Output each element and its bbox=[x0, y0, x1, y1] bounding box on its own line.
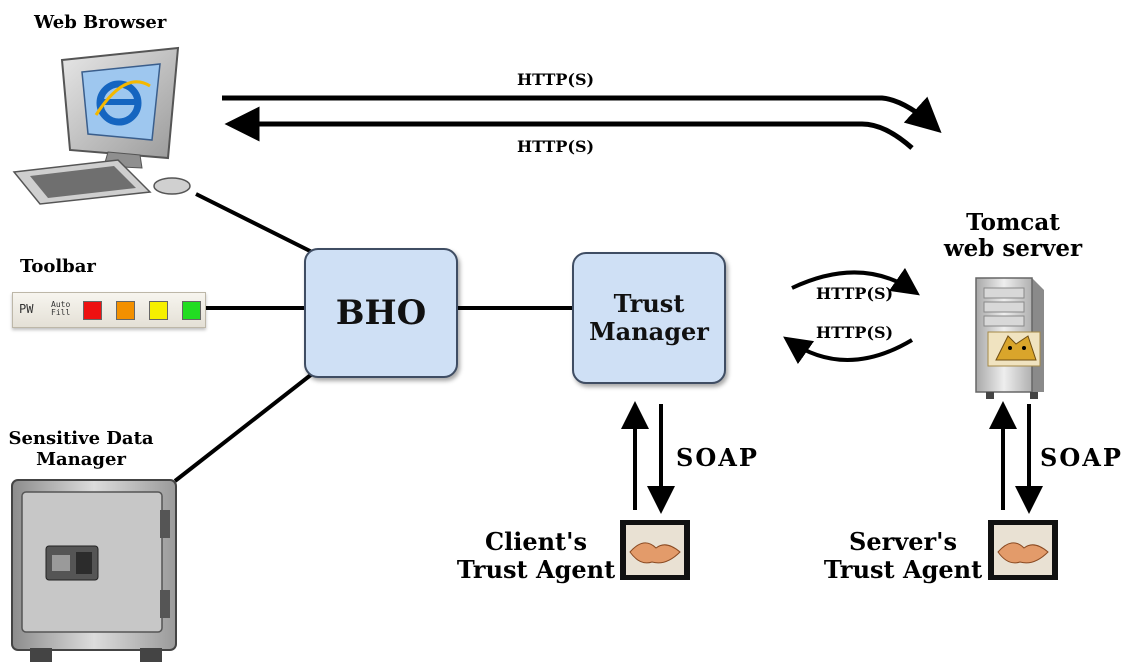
mouse-icon bbox=[153, 177, 191, 195]
server-handshake-icon bbox=[988, 520, 1058, 580]
tomcat-label-line2: web server bbox=[943, 235, 1083, 262]
sensitive-data-manager-label: Sensitive Data Manager bbox=[6, 428, 156, 470]
trust-manager-label-line2: Manager bbox=[589, 317, 709, 346]
toolbar-autofill-line1: Auto bbox=[51, 300, 71, 309]
trust-manager-box: Trust Manager bbox=[572, 252, 726, 384]
toolbar-red-indicator[interactable] bbox=[83, 301, 102, 320]
server-trust-agent-line2: Trust Agent bbox=[823, 555, 983, 584]
http-arrow-to-server bbox=[222, 95, 942, 134]
client-soap-label: SOAP bbox=[676, 443, 759, 472]
http-arrow-to-browser bbox=[224, 106, 914, 150]
http-arrow-to-trust-manager bbox=[783, 336, 914, 365]
http-arrow-to-tomcat bbox=[791, 267, 920, 296]
sensitive-data-manager-line1: Sensitive Data bbox=[8, 428, 154, 449]
http-to-server-label: HTTP(S) bbox=[517, 70, 595, 89]
trust-tomcat-arrows bbox=[783, 267, 920, 365]
toolbar-green-indicator[interactable] bbox=[182, 301, 201, 320]
server-icon bbox=[975, 277, 1044, 399]
safe-icon bbox=[11, 479, 177, 662]
tomcat-label: Tomcat web server bbox=[938, 210, 1088, 262]
http-to-trust-manager-label: HTTP(S) bbox=[816, 323, 894, 342]
server-trust-agent-label: Server's Trust Agent bbox=[822, 528, 984, 584]
computer-icon bbox=[12, 46, 191, 205]
soap-arrows bbox=[621, 401, 1043, 514]
browser-bho-line bbox=[195, 192, 313, 254]
web-browser-label: Web Browser bbox=[34, 12, 167, 33]
toolbar-pw-label[interactable]: PW bbox=[19, 302, 34, 316]
toolbar-yellow-indicator[interactable] bbox=[149, 301, 168, 320]
client-trust-agent-line1: Client's bbox=[485, 527, 587, 556]
client-trust-agent-line2: Trust Agent bbox=[456, 555, 616, 584]
bho-label: BHO bbox=[335, 293, 427, 333]
toolbar-autofill-line2: Fill bbox=[51, 308, 71, 317]
client-handshake-icon bbox=[620, 520, 690, 580]
client-trust-agent-label: Client's Trust Agent bbox=[456, 528, 616, 584]
browser-server-arrows bbox=[222, 95, 942, 150]
connector-lines bbox=[173, 192, 572, 483]
safe-bho-line bbox=[173, 372, 314, 483]
http-to-tomcat-label: HTTP(S) bbox=[816, 284, 894, 303]
browser-logo-icon bbox=[94, 80, 151, 126]
tomcat-label-line1: Tomcat bbox=[966, 209, 1060, 236]
toolbar-label: Toolbar bbox=[20, 256, 96, 277]
server-trust-agent-line1: Server's bbox=[849, 527, 957, 556]
server-soap-label: SOAP bbox=[1040, 443, 1123, 472]
tomcat-logo-icon bbox=[987, 331, 1041, 367]
toolbar-orange-indicator[interactable] bbox=[116, 301, 135, 320]
bho-box: BHO bbox=[304, 248, 458, 378]
http-to-browser-label: HTTP(S) bbox=[517, 137, 595, 156]
trust-manager-label-line1: Trust bbox=[613, 289, 685, 318]
sensitive-data-manager-line2: Manager bbox=[36, 449, 126, 470]
